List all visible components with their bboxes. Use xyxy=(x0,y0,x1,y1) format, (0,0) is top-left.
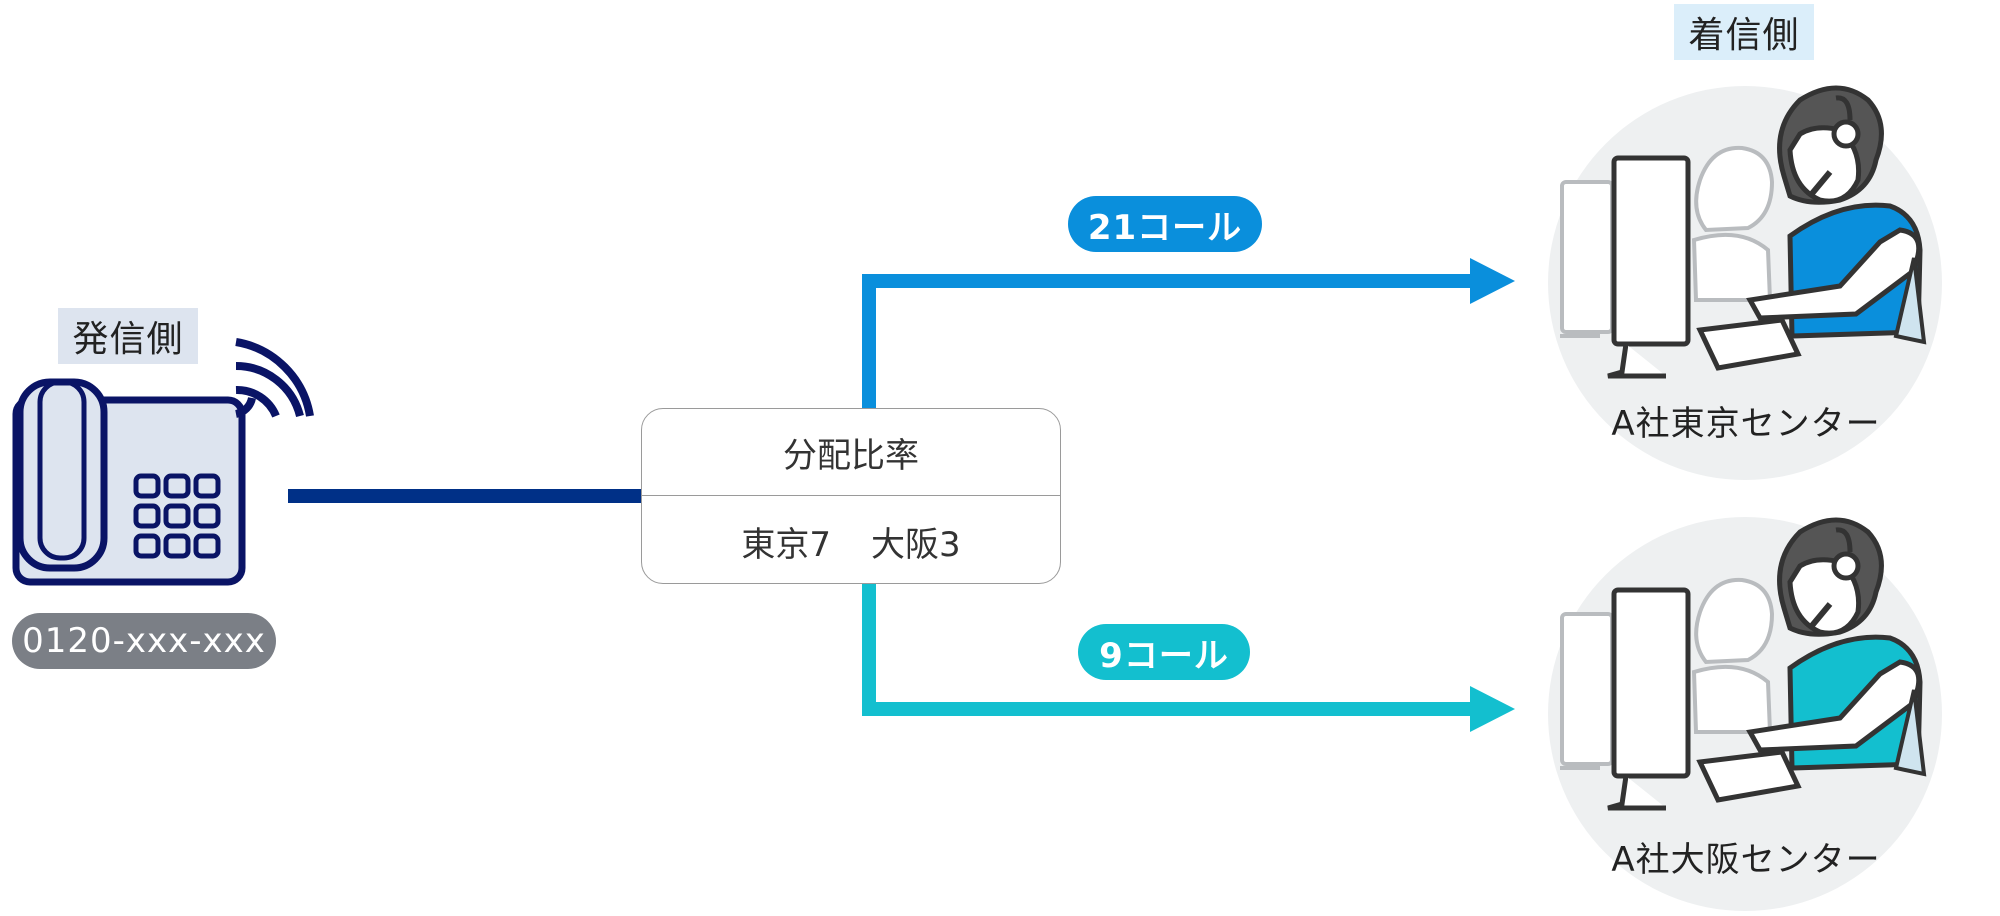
ratio-values: 東京7 大阪3 xyxy=(642,497,1060,585)
distribution-ratio-box: 分配比率 東京7 大阪3 xyxy=(641,408,1061,584)
osaka-route-line xyxy=(862,584,1475,716)
ratio-divider xyxy=(642,495,1060,496)
ratio-tokyo-value: 東京7 xyxy=(741,524,831,565)
tokyo-center-label: A社東京センター xyxy=(1611,404,1881,444)
caller-side-label: 発信側 xyxy=(58,308,198,364)
ratio-osaka-value: 大阪3 xyxy=(871,524,961,565)
osaka-center-label: A社大阪センター xyxy=(1611,840,1881,880)
tokyo-call-count-badge: 21コール xyxy=(1068,196,1262,252)
osaka-call-count-badge: 9コール xyxy=(1078,624,1250,680)
receiver-side-label: 着信側 xyxy=(1674,4,1814,60)
tokyo-arrow-head xyxy=(1470,258,1515,304)
caller-number-badge: 0120-xxx-xxx xyxy=(12,613,276,669)
ratio-title: 分配比率 xyxy=(783,435,919,476)
tokyo-route-line xyxy=(862,274,1475,408)
osaka-arrow-head xyxy=(1470,686,1515,732)
